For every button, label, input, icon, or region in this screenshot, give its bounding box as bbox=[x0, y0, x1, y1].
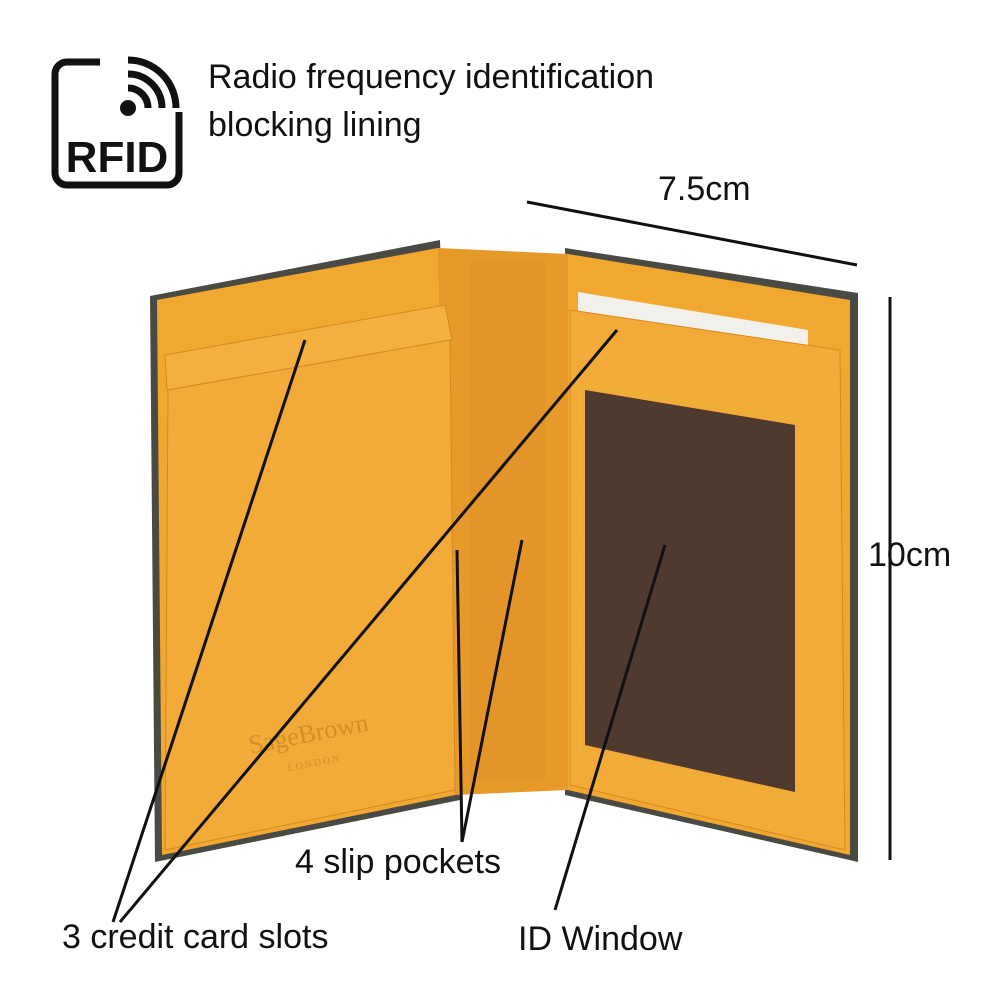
width-dimension-line bbox=[526, 200, 858, 267]
svg-text:RFID: RFID bbox=[66, 133, 169, 182]
id-window-label: ID Window bbox=[518, 920, 683, 958]
credit-card-slots-label: 3 credit card slots bbox=[62, 918, 329, 956]
wallet: SageBrown LONDON bbox=[150, 240, 858, 862]
slip-pockets-label: 4 slip pockets bbox=[295, 843, 501, 881]
rfid-description-line2: blocking lining bbox=[208, 106, 422, 144]
rfid-description-line1: Radio frequency identification bbox=[208, 58, 655, 96]
height-label: 10cm bbox=[868, 536, 952, 574]
width-label: 7.5cm bbox=[658, 170, 751, 208]
leader-lines bbox=[111, 329, 667, 923]
rfid-icon: RFID bbox=[51, 52, 190, 189]
